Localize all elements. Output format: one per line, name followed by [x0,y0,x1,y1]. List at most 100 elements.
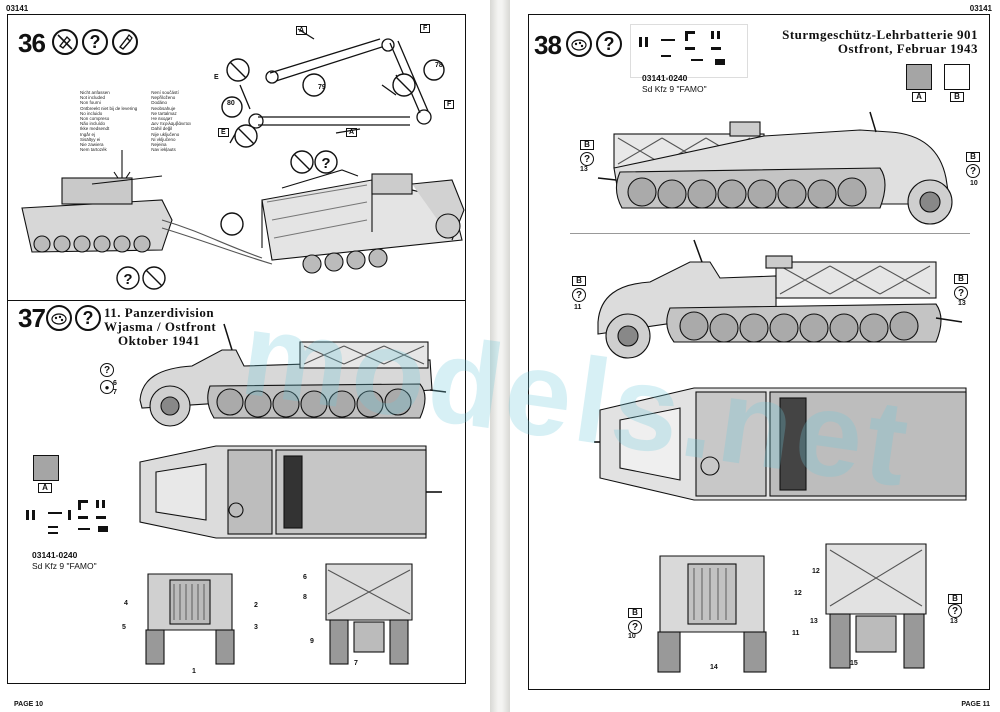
question-icon: ? [954,286,968,300]
question-icon: ? [75,305,101,331]
title-line: Oktober 1941 [118,333,200,348]
part-number: 12 [794,590,802,597]
part-number: 4 [124,600,128,607]
question-icon: ? [100,363,114,377]
paint-icon [566,31,592,57]
variant-title: 11. Panzerdivision Wjasma / Ostfront Okt… [104,306,216,348]
lang-text: Nije uključeno [151,131,180,137]
swatch-label: A [38,483,52,493]
lang-text: Δεν περιλαμβάνεται [151,121,191,127]
swatch-label: B [966,152,980,162]
question-icon: ? [580,152,594,166]
callout-label: E [218,128,229,137]
title-line: Ostfront, Februar 1943 [837,41,978,56]
languages-list: Nicht anfassen Not included Non fourni O… [80,90,191,152]
part-number: 11 [792,630,800,637]
product-code: 03141 [6,4,29,13]
question-icon: ? [966,164,980,178]
lang-text: Ne tartalmaz [151,110,177,116]
callout-label: F [420,24,431,33]
swatch-label: B [950,92,964,102]
lang-text: Non compreso [80,116,110,122]
part-number: 7 [354,660,358,667]
lang-text: Nicht anfassen [80,90,110,95]
part-number: 15 [850,660,858,667]
lang-text: Not included [80,95,106,101]
lang-text: Не входит [151,116,173,122]
decal-code: 03141-0240 [642,73,688,83]
paint-icon: ● [100,380,114,394]
lang-text: No incluido [80,110,103,116]
part-number: 14 [710,664,718,671]
color-swatch-b [944,64,970,90]
lang-text: Sisältyy ei [80,136,101,142]
tow-cable-diagram [221,28,445,148]
page-frame [528,14,990,690]
title-line: 11. Panzerdivision [104,305,215,320]
lang-text: Neobsahuje [151,105,176,111]
decal-name: Sd Kfz 9 "FAMO" [32,561,97,571]
lang-text: Neįeina [151,142,167,148]
decal-name: Sd Kfz 9 "FAMO" [642,84,707,94]
part-number: 13 [950,618,958,625]
part-number: 2 [254,602,258,609]
right-page: 03141 38 ? 03141-0240 Sd Kfz 9 "FAMO" St… [510,0,1000,712]
swatch-label: B [948,594,962,604]
part-number: 13 [810,618,818,625]
svg-text:?: ? [123,271,132,288]
part-number: 8 [303,594,307,601]
part-number: 1 [192,668,196,675]
halftrack-side-view-right [597,111,953,225]
color-swatch [33,455,59,481]
step-number: 36 [18,28,46,58]
page-number: PAGE 11 [961,701,990,708]
part-number: 12 [812,568,820,575]
lang-text: Nem tartozék [80,147,107,153]
part-number: 3 [254,624,258,631]
halftrack-top-view-right [594,387,967,501]
svg-text:?: ? [321,155,330,172]
lang-text: Ikke medsendt [80,126,110,132]
step-number: 38 [534,30,562,60]
part-number: 10 [628,633,636,640]
tank-tow-illustration: ?? [21,150,465,290]
left-page: 03141 36 ? Nicht anfassen Not included N… [0,0,490,712]
glue-icon [112,29,138,55]
part-number: 79 [318,84,326,91]
lang-text: Ontbreekt niet bij de levering [80,105,138,111]
section-rule [570,233,970,234]
swatch-label: B [628,608,642,618]
front-rear-views [145,563,413,665]
callout-label: A [346,128,358,137]
decal-sheet-thumbnail [18,496,128,554]
part-number: 13 [958,300,966,307]
part-number: 6 [113,380,117,387]
callout-label: E [214,74,219,81]
do-not-glue-icon [52,29,78,55]
halftrack-side-view [139,323,447,427]
part-number: 5 [122,624,126,631]
part-number: 10 [970,180,978,187]
paint-icon [46,305,72,331]
question-icon: ? [572,288,586,302]
swatch-label: B [572,276,586,286]
lang-text: Ingår ej [80,131,96,137]
lang-text: Dahil değil [151,126,173,132]
title-line: Sturmgeschütz-Lehrbatterie 901 [782,27,978,42]
lang-text: Dodáno [151,100,168,106]
part-number: 13 [580,166,588,173]
page-number: PAGE 10 [14,701,44,708]
halftrack-top-view [139,445,442,539]
question-icon: ? [82,29,108,55]
book-gutter [490,0,510,712]
decal-code: 03141-0240 [32,550,78,560]
part-number: 7 [113,389,117,396]
part-number: 9 [310,638,314,645]
swatch-label: B [954,274,968,284]
lang-text: Nav iekļauts [151,147,176,153]
lang-text: Není součástí [151,90,179,95]
swatch-label: A [912,92,926,102]
lang-text: Ni vključeno [151,136,176,142]
part-number: 80 [227,100,235,107]
callout-label: A [296,26,308,35]
